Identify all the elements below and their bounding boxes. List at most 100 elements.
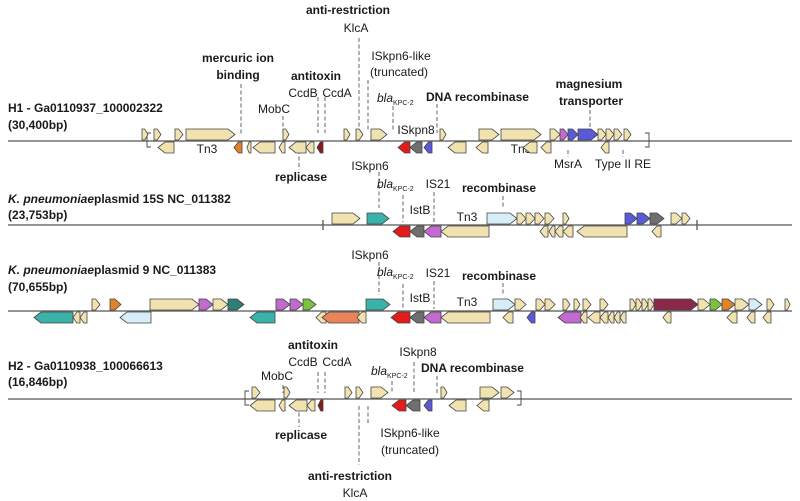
antitoxin-h2-label: antitoxin: [288, 338, 338, 352]
replicase-h1-label: replicase: [275, 170, 327, 184]
h1-gene-arrow: [475, 141, 489, 154]
binding-label: binding: [216, 68, 259, 82]
p9-gene-arrow: [784, 298, 791, 311]
h1-gene-arrow: [549, 128, 561, 141]
p9-gene-arrow: [635, 298, 643, 311]
h2-gene-arrow: [288, 399, 308, 412]
p15s-gene-arrow: [544, 212, 555, 225]
h2-gene-arrow: [440, 386, 448, 399]
p9-gene-arrow: [662, 311, 672, 324]
p15s-gene-arrow: [525, 212, 536, 225]
h1-gene-arrow: [605, 128, 615, 141]
h1-gene-arrow: [540, 141, 552, 154]
p9-gene-arrow: [109, 298, 122, 311]
p9-gene-arrow: [726, 311, 738, 324]
h1-gene-arrow: [522, 141, 538, 154]
p15s-gene-arrow: [576, 225, 628, 238]
p9-gene-arrow: [212, 298, 229, 311]
p15s-gene-arrow: [534, 212, 545, 225]
truncated-h1-label: (truncated): [370, 65, 428, 79]
p15s-gene-arrow: [670, 212, 683, 225]
p9-gene-arrow: [746, 311, 756, 324]
replicase-h2-label: replicase: [275, 428, 327, 442]
truncated-h2-label: (truncated): [381, 443, 439, 457]
transporter-label: transporter: [559, 94, 623, 108]
track-p15s-genes: [331, 212, 691, 238]
tn3-p15s-label: Tn3: [457, 210, 478, 224]
bla-p15s-sub: KPC-2: [393, 186, 414, 193]
p9-gene-arrow: [562, 298, 571, 311]
h1-gene-arrow: [233, 141, 243, 154]
p9-gene-arrow: [697, 298, 711, 311]
h1-gene-arrow: [185, 128, 236, 141]
track-h1-size: (30,400bp): [8, 118, 67, 132]
p9-gene-arrow: [619, 311, 627, 324]
track-p15s-size: (23,753bp): [8, 208, 67, 222]
ccdb-h1-label: CcdB: [288, 86, 317, 100]
h1-gene-arrow: [613, 128, 623, 141]
h2-gene-arrow: [423, 399, 433, 412]
h2-gene-arrow: [355, 386, 364, 399]
p9-gene-arrow: [641, 298, 649, 311]
p9-gene-arrow: [599, 311, 609, 324]
track-h2-end-bracket: [517, 390, 522, 406]
p9-gene-arrow: [302, 298, 317, 311]
p9-gene-arrow: [613, 311, 621, 324]
recombinase-p9-label: recombinase: [462, 269, 536, 283]
p15s-gene-arrow: [516, 212, 527, 225]
bla-p15s-prefix: bla: [377, 177, 393, 191]
istb-p9-label: IstB: [410, 291, 431, 305]
h1-gene-arrow: [343, 128, 351, 141]
p9-gene-arrow: [709, 298, 723, 311]
h2-gene-arrow: [317, 399, 324, 412]
track-p15s-species: K. pneumoniae: [8, 192, 94, 206]
h1-gene-arrow: [397, 141, 411, 154]
h1-gene-arrow: [157, 141, 175, 154]
p9-gene-arrow: [514, 298, 527, 311]
p9-gene-arrow: [315, 311, 327, 324]
iskpn8-h2-label: ISkpn8: [399, 345, 437, 359]
p15s-gene-arrow: [423, 225, 442, 238]
p15s-gene-arrow: [440, 225, 490, 238]
h1-gene-arrow: [252, 141, 276, 154]
p15s-gene-arrow: [562, 212, 570, 225]
h2-gene-arrow: [283, 386, 291, 399]
h1-gene-arrow: [305, 141, 315, 154]
klca-h1-label: KlcA: [344, 21, 369, 35]
p15s-gene-arrow: [539, 225, 549, 238]
p9-gene-arrow: [579, 311, 588, 324]
p15s-gene-arrow: [681, 212, 691, 225]
p15s-gene-arrow: [649, 212, 665, 225]
p9-gene-arrow: [599, 298, 609, 311]
h1-gene-arrow: [370, 128, 388, 141]
is21-p9-label: IS21: [426, 266, 451, 280]
p9-gene-arrow: [492, 298, 516, 311]
h1-gene-arrow: [597, 128, 607, 141]
h1-gene-arrow: [278, 141, 286, 154]
track-p15s-title: plasmid 15S NC_011382: [94, 192, 231, 206]
p9-gene-arrow: [365, 298, 391, 311]
antitoxin-h1-label: antitoxin: [291, 69, 341, 83]
p9-gene-arrow: [33, 311, 74, 324]
h2-gene-arrow: [405, 399, 421, 412]
p9-gene-arrow: [119, 311, 152, 324]
bla-p15s-label: blaKPC-2: [377, 177, 414, 193]
p15s-gene-arrow: [548, 225, 556, 238]
iskpn6-p15s-label: ISkpn6: [351, 159, 389, 173]
p9-gene-arrow: [653, 298, 699, 311]
p15s-gene-arrow: [651, 225, 662, 238]
h2-gene-arrow: [500, 386, 515, 399]
p9-gene-arrow: [79, 311, 88, 324]
h1-gene-arrow: [141, 128, 149, 141]
h1-gene-arrow: [153, 128, 162, 141]
p9-gene-arrow: [249, 311, 276, 324]
type2re-label: Type II RE: [595, 157, 651, 171]
h1-gene-arrow: [447, 141, 467, 154]
p9-gene-arrow: [557, 311, 582, 324]
h1-gene-arrow: [282, 128, 290, 141]
recombinase-p15s-label: recombinase: [462, 181, 536, 195]
h2-gene-arrow: [306, 399, 316, 412]
msra-label: MsrA: [554, 157, 582, 171]
klca-h2-label: KlcA: [343, 486, 368, 500]
h2-gene-arrow: [251, 386, 261, 399]
